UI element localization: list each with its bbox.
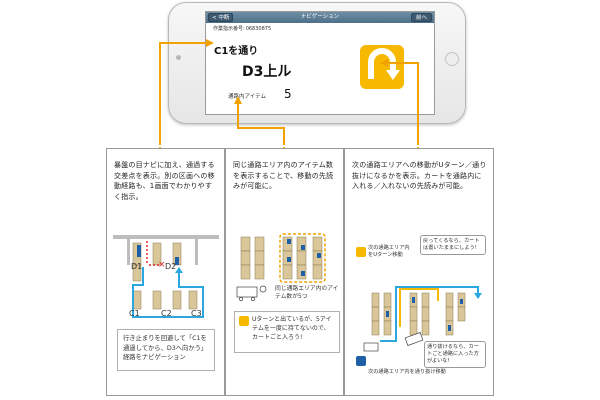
order-number: 06830875 — [245, 26, 272, 32]
order-info: 作業指示番号:06830875 — [212, 25, 271, 32]
route-note: 行き止まりを回避して「C1を通過してから、D3へ向かう」経路をナビゲーション — [117, 329, 215, 371]
phone-device: < 中断 ナビゲーション 前へ 作業指示番号:06830875 C1を通り D3… — [168, 2, 466, 124]
label-d2: D2 — [165, 262, 177, 271]
bubble-return: 戻ってくるなら、カートは置いたままにしよう! — [420, 235, 486, 255]
u-turn-icon — [239, 316, 249, 326]
through-icon — [356, 356, 366, 366]
label-x-mark: × — [158, 260, 166, 270]
u-turn-icon — [360, 45, 404, 89]
label-c2: C2 — [161, 309, 172, 318]
u-turn-icon — [356, 247, 366, 257]
nav-title: ナビゲーション — [300, 14, 340, 20]
home-button[interactable] — [445, 52, 459, 66]
panel-description: 次の通路エリアへの移動がUターン／通り抜けになるかを表示。カートを通路内に入れる… — [352, 161, 487, 190]
items-label: 通路内アイテム — [228, 94, 266, 100]
phone-screen: < 中断 ナビゲーション 前へ 作業指示番号:06830875 C1を通り D3… — [205, 11, 435, 115]
item-count-caption: 同じ通路エリア内のアイテム数が5つ — [275, 286, 339, 300]
feature-panel-1: 暴盤の目ナビに加え、通過する交差点を表示。別の区画への移動経路も、1画面でわかり… — [106, 148, 225, 396]
panel-description: 暴盤の目ナビに加え、通過する交差点を表示。別の区画への移動経路も、1画面でわかり… — [114, 161, 215, 201]
feature-panel-2: 同じ通路エリア内のアイテム数を表示することで、移動の先読みが可能に。 同じ — [225, 148, 344, 396]
panel-description: 同じ通路エリア内のアイテム数を表示することで、移動の先読みが可能に。 — [233, 161, 334, 190]
camera-icon — [176, 55, 181, 60]
feature-panel-3: 次の通路エリアへの移動がUターン／通り抜けになるかを表示。カートを通路内に入れる… — [344, 148, 494, 396]
uturn-through-diagram: 次の通路エリア内をUターン移動 戻ってくるなら、カートは置いたままにしよう! 通… — [350, 231, 490, 381]
uturn-label: 次の通路エリア内をUターン移動 — [368, 245, 410, 258]
navigation-bar: < 中断 ナビゲーション 前へ — [206, 12, 434, 23]
items-count: 5 — [284, 87, 292, 101]
route-diagram: D1 × D2 C1 C2 C3 — [113, 235, 219, 321]
pass-through-text: C1を通り — [214, 46, 259, 57]
uturn-note: Uターンと出ているが、5アイテムを一度に持てないので、カートごと入ろう! — [234, 311, 340, 353]
bubble-through: 通り抜けるなら、カートごと通路に入った方がよいな! — [424, 341, 486, 368]
label-d1: D1 — [131, 262, 143, 271]
aisle-items-diagram: 同じ通路エリア内のアイテム数が5つ — [231, 233, 343, 305]
uturn-note-text: Uターンと出ているが、5アイテムを一度に持てないので、カートごと入ろう! — [252, 316, 332, 341]
next-button[interactable]: 前へ — [410, 13, 432, 22]
through-label: 次の通路エリア内を通り抜け移動 — [368, 369, 446, 375]
label-c1: C1 — [129, 309, 140, 318]
order-label: 作業指示番号: — [213, 26, 245, 32]
label-c3: C3 — [191, 309, 202, 318]
back-button[interactable]: < 中断 — [208, 13, 234, 22]
location-text: D3上ル — [242, 64, 292, 80]
